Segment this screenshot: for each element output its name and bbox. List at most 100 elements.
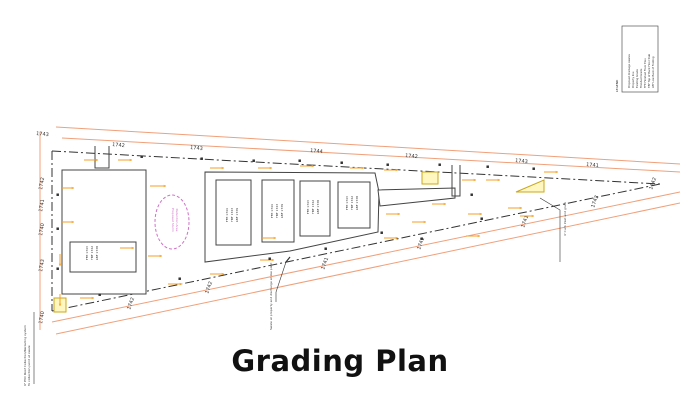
flow-arrow: [58, 294, 62, 306]
bldg-label-3-b: TBF 1742: [311, 200, 315, 215]
grade-label-6: 1741: [586, 162, 599, 169]
flow-arrow: [544, 170, 558, 174]
spot-grade-mark: ▪: [140, 154, 143, 160]
spot-grade-mark: ▪: [56, 226, 59, 232]
property-lines: [39, 126, 680, 335]
spot-grade-mark: ▪: [386, 162, 389, 168]
grade-label-13: 1741: [320, 257, 330, 271]
callout-text: 4' Curb Inlet and grate Swale at propert…: [23, 202, 567, 387]
property-line-top-1: [55, 126, 680, 165]
structures: [61, 146, 461, 295]
legend-box: [621, 25, 659, 93]
flow-arrow: [386, 212, 400, 216]
flow-arrow: [462, 178, 476, 182]
grade-label-5: 1743: [515, 158, 528, 165]
detention-label-1: Proposed Storm: [171, 208, 175, 232]
callout-leader-1: [275, 261, 287, 302]
spot-grade-mark: ▪: [268, 256, 271, 262]
grade-label-10: 1743: [38, 259, 46, 273]
callout-text-3: 6" PVC Roof Collection/Rerouting system: [23, 325, 27, 386]
grade-label-3: 1744: [310, 148, 323, 155]
legend-item: Finished Grade: [639, 68, 643, 88]
flow-arrow: [168, 282, 182, 286]
flow-arrows: [58, 158, 558, 306]
flow-arrow: [58, 254, 62, 266]
grade-label-4: 1742: [405, 153, 418, 160]
unit-4: [337, 181, 371, 229]
flow-arrow: [262, 236, 276, 240]
detention-ellipse: [154, 194, 190, 250]
flow-arrow: [520, 214, 534, 218]
legend-item: Property line: [631, 71, 635, 88]
flow-arrow: [466, 234, 480, 238]
callouts: [33, 197, 561, 384]
spot-grade-mark: ▪: [486, 164, 489, 170]
callout-text-2: Swale at property and discharge at low p…: [269, 262, 273, 330]
grade-label-9: 1740: [38, 223, 46, 237]
bldg-label-4-a: FFE 1743: [345, 196, 349, 210]
centerline: [51, 150, 661, 312]
bldg-label-0-a: FFE 1743: [85, 246, 89, 260]
spot-grade-mark: ▪: [324, 246, 327, 252]
bldg-label-1-c: LBF 1739: [235, 208, 239, 222]
flow-arrow: [62, 186, 74, 190]
unit-1: [215, 179, 252, 246]
spot-grade-mark: ▪: [298, 158, 301, 164]
grade-label-17: 1742: [648, 177, 658, 191]
bldg-label-4-c: LBF 1738: [355, 196, 359, 210]
bldg-label-3-c: LBF 1738: [316, 200, 320, 214]
flow-arrow: [210, 272, 224, 276]
detention-area: Proposed Storm Detention Area: [154, 194, 190, 250]
flow-arrow: [120, 246, 134, 250]
flow-arrow: [486, 178, 500, 182]
property-line-top-2: [61, 137, 680, 173]
driveway-center: [377, 187, 456, 207]
spot-grade-mark: ▪: [532, 166, 535, 172]
grade-label-16: 1743: [590, 195, 600, 209]
grade-labels: 1743 1742 1743 1744 1742 1743 1741 1742 …: [36, 131, 658, 324]
spot-grade-mark: ▪: [438, 162, 441, 168]
grade-label-2: 1743: [190, 145, 203, 152]
driveway-left: [94, 146, 110, 169]
building-labels: FFE 1743 TBF 1742 LBF 1738 FFE 1744 TBF …: [85, 196, 359, 261]
grade-label-18: 1740: [38, 311, 46, 325]
bldg-label-2-c: LBF 1739: [280, 204, 284, 218]
callout-leader-2: [539, 197, 561, 262]
grade-label-11: 1742: [126, 297, 136, 311]
bldg-label-2-a: FFE 1744: [270, 204, 274, 218]
grade-label-15: 1741: [520, 215, 530, 229]
spot-grade-mark: ▪: [252, 158, 255, 164]
bldg-label-2-b: TBF 1743: [275, 204, 279, 219]
flow-arrow: [118, 158, 132, 162]
bldg-label-1-b: TBF 1743: [230, 208, 234, 223]
spot-grade-mark: ▪: [98, 292, 101, 298]
legend-item: TBF Top of Back Floor Slab: [647, 53, 651, 88]
page-caption: Grading Plan: [231, 344, 449, 378]
legend-title: LEGEND: [615, 79, 619, 92]
spot-grade-mark: ▪: [200, 156, 203, 162]
spot-grade-mark: ▪: [340, 160, 343, 166]
spot-grade-marks: ▪▪▪▪▪▪▪▪▪▪▪▪▪▪▪▪▪▪▪▪: [56, 154, 535, 298]
bldg-label-0-c: LBF 1738: [95, 246, 99, 260]
spot-grade-mark: ▪: [56, 192, 59, 198]
spot-grade-mark: ▪: [480, 216, 483, 222]
unit-2: [261, 179, 295, 243]
flow-arrow: [432, 202, 446, 206]
callout-text-4: To collection point at swale: [27, 345, 31, 387]
swale-marker-2: [515, 179, 545, 193]
spot-grade-mark: ▪: [380, 230, 383, 236]
bldg-label-3-a: FFE 1743: [306, 200, 310, 214]
building-left: [61, 169, 147, 295]
flow-arrow: [148, 254, 162, 258]
flow-arrow: [210, 166, 224, 170]
callout-text-1: 4' Curb Inlet and grate: [563, 202, 567, 236]
unit-3: [299, 180, 331, 237]
flow-arrow: [384, 168, 398, 172]
driveway-right: [451, 165, 461, 197]
flow-arrow: [80, 296, 94, 300]
property-line-bottom-1: [51, 191, 680, 323]
